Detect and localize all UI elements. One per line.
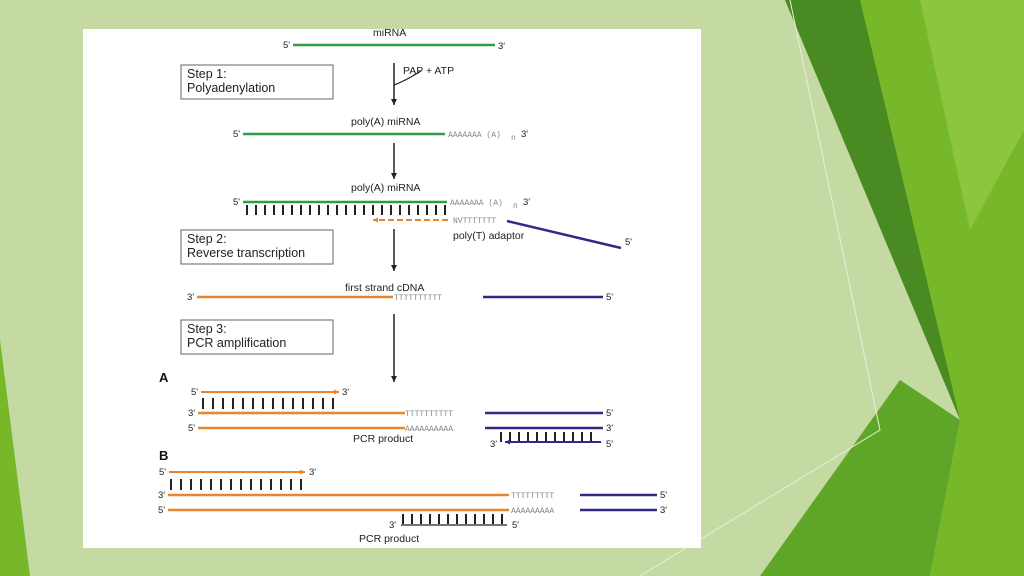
step2-box	[180, 229, 334, 265]
panel-b-rev-end5: 5'	[512, 520, 519, 531]
panel-a-row2-a-seq: AAAAAAAAAA	[405, 425, 453, 434]
panel-b-row1-t-seq: TTTTTTTTT	[511, 492, 554, 501]
panel-a-row1-t-seq: TTTTTTTTTT	[405, 410, 453, 419]
polya1-label: poly(A) miRNA	[351, 116, 420, 128]
panel-b-row2-end5: 5'	[158, 505, 165, 516]
step1-box	[180, 64, 334, 100]
polya2-end3: 3'	[523, 197, 530, 208]
cdna-end5: 5'	[606, 292, 613, 303]
panel-a-letter: A	[159, 370, 169, 385]
panel-a-row1-end5: 5'	[606, 408, 613, 419]
panel-b-reverse-ticks	[402, 514, 503, 524]
step2-title: Step 2:	[187, 232, 227, 246]
panel-b-row2-end3: 3'	[660, 505, 667, 516]
step1-title: Step 1:	[187, 67, 227, 81]
polya2-end5: 5'	[233, 197, 240, 208]
panel-a-primer-end3: 3'	[342, 387, 349, 398]
polya1-end5: 5'	[233, 129, 240, 140]
panel-a-row1-end3: 3'	[188, 408, 195, 419]
polya2-tail-sub: n	[513, 202, 518, 211]
panel-b-row1-end5: 5'	[660, 490, 667, 501]
cdna-end3: 3'	[187, 292, 194, 303]
step3-subtitle: PCR amplification	[187, 336, 286, 350]
panel-a-row2-end3: 3'	[606, 423, 613, 434]
panel-b-primer-end3: 3'	[309, 467, 316, 478]
adaptor-end5: 5'	[625, 237, 632, 248]
panel-b-letter: B	[159, 448, 168, 463]
panel-a-row2-end5: 5'	[188, 423, 195, 434]
bg-shape-left	[0, 340, 30, 576]
bg-thin-line	[639, 0, 881, 576]
polya1-tail: AAAAAAA (A)	[448, 131, 501, 140]
mirna-end5: 5'	[283, 40, 290, 51]
panel-b-row2-a-seq: AAAAAAAAA	[511, 507, 554, 516]
polya2-ticks	[246, 205, 446, 215]
panel-b-row1-end3: 3'	[158, 490, 165, 501]
polya1-end3: 3'	[521, 129, 528, 140]
enzyme-pointer	[393, 70, 422, 86]
bg-shape-light	[920, 0, 1024, 230]
panel-a-rev-end3: 3'	[490, 439, 497, 450]
adaptor-sequence: NVTTTTTTT	[453, 217, 496, 226]
polya2-label: poly(A) miRNA	[351, 182, 420, 194]
bg-shape-lower	[760, 380, 960, 576]
diagram-panel: miRNA 5' 3' Step 1: Polyadenylation PAP …	[83, 29, 701, 548]
panel-a-primer-end5: 5'	[191, 387, 198, 398]
step1-subtitle: Polyadenylation	[187, 81, 275, 95]
panel-a-product-label: PCR product	[353, 433, 413, 445]
panel-a-rev-end5: 5'	[606, 439, 613, 450]
step3-box	[180, 319, 334, 355]
panel-b-product-label: PCR product	[359, 533, 419, 545]
panel-a-reverse-ticks	[500, 432, 592, 442]
polya2-tail: AAAAAAA (A)	[450, 199, 503, 208]
step3-title: Step 3:	[187, 322, 227, 336]
panel-a-primer-ticks	[202, 398, 334, 409]
panel-b-primer-ticks	[170, 479, 302, 490]
mirna-label: miRNA	[373, 29, 406, 39]
polya1-tail-sub: n	[511, 134, 516, 143]
enzyme-label: PAP + ATP	[403, 65, 454, 77]
adaptor-label: poly(T) adaptor	[453, 230, 525, 242]
panel-b-primer-end5: 5'	[159, 467, 166, 478]
step2-subtitle: Reverse transcription	[187, 246, 305, 260]
cdna-t-sequence: TTTTTTTTTT	[394, 294, 442, 303]
pcr-diagram: miRNA 5' 3' Step 1: Polyadenylation PAP …	[158, 29, 667, 545]
adaptor-strand	[506, 219, 622, 250]
mirna-end3: 3'	[498, 41, 505, 52]
panel-b-rev-end3: 3'	[389, 520, 396, 531]
cdna-label: first strand cDNA	[345, 282, 424, 294]
